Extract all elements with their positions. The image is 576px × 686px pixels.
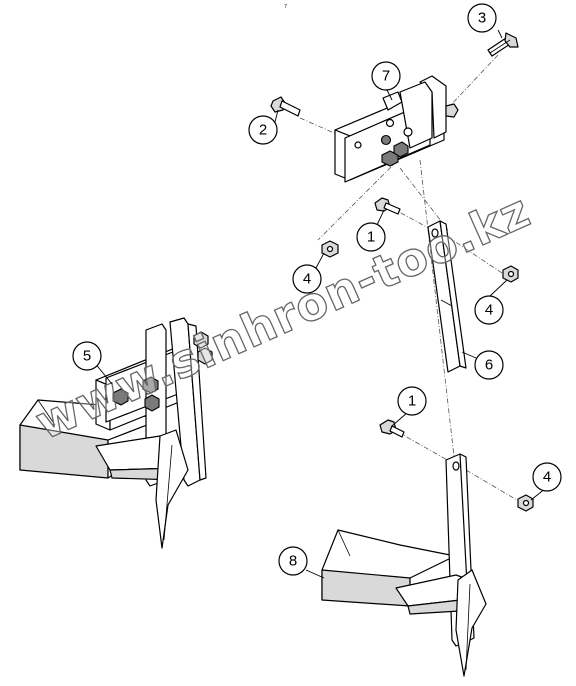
bolt-part-2 [270,96,301,117]
watermark-text: www.sinhron-too.kz [28,183,539,450]
assembled-unit-part-8 [321,453,487,677]
callout-7: 7 [371,61,401,91]
svg-text:7: 7 [382,68,390,85]
svg-text:3: 3 [478,10,486,27]
svg-text:1: 1 [367,229,375,246]
drawing-header-mark: 7 [284,4,287,10]
assembled-unit-part-5 [19,317,213,549]
bolt-part-1-lower [379,419,405,438]
callout-3: 3 [467,3,497,33]
nut-part-4-left [321,240,339,258]
assembly-axis-lines [299,54,523,504]
shank-part-6 [427,220,467,373]
callout-5: 5 [72,341,102,371]
callout-1-lower: 1 [397,386,427,416]
callout-6: 6 [474,350,504,380]
nut-part-4-right [502,265,519,283]
callout-4-right: 4 [474,295,504,325]
svg-text:4: 4 [303,271,311,288]
clamp-plate-part-7 [334,75,459,183]
callout-2: 2 [248,115,278,145]
svg-text:6: 6 [485,357,493,374]
svg-text:4: 4 [543,469,551,486]
svg-text:8: 8 [289,553,297,570]
bolt-long-part-3 [487,32,519,57]
svg-text:5: 5 [83,348,91,365]
callout-8: 8 [278,546,308,576]
svg-text:4: 4 [485,302,493,319]
nut-part-4-lower [517,494,534,512]
svg-text:1: 1 [408,393,416,410]
callout-4-lower: 4 [532,462,562,492]
callout-4-left: 4 [292,264,322,294]
callout-1-upper: 1 [356,222,386,252]
svg-text:2: 2 [259,122,267,139]
bolt-part-1-upper [374,197,401,215]
